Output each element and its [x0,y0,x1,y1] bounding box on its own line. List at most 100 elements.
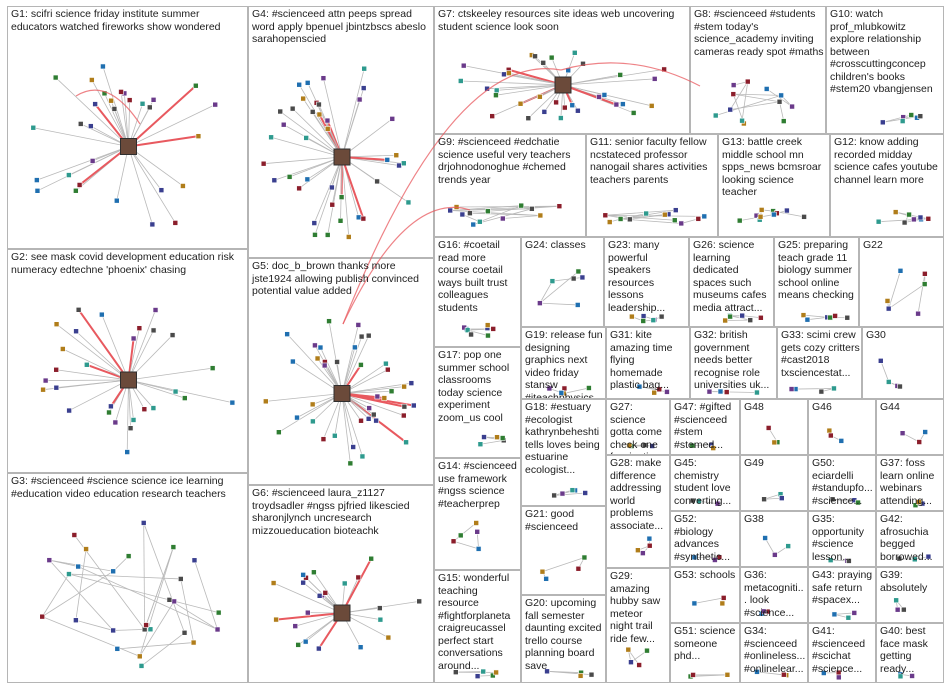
node[interactable] [910,673,915,678]
node[interactable] [620,102,625,107]
node[interactable] [692,601,697,606]
node[interactable] [386,635,391,640]
node[interactable] [367,406,372,411]
node[interactable] [310,109,315,114]
node[interactable] [827,428,832,433]
node[interactable] [721,595,726,600]
node[interactable] [758,315,763,320]
node[interactable] [725,672,730,677]
node[interactable] [348,461,353,466]
node[interactable] [916,500,921,505]
node[interactable] [876,219,881,224]
node[interactable] [131,336,136,341]
node[interactable] [707,389,712,394]
node[interactable] [151,328,156,333]
node[interactable] [325,118,330,123]
node[interactable] [702,214,707,219]
node[interactable] [356,322,361,327]
node[interactable] [366,416,371,421]
node[interactable] [740,313,745,318]
node[interactable] [210,366,215,371]
node[interactable] [500,436,505,441]
node[interactable] [916,311,921,316]
node[interactable] [640,551,645,556]
node[interactable] [317,112,322,117]
node[interactable] [274,617,279,622]
node[interactable] [54,322,59,327]
node[interactable] [377,606,382,611]
node[interactable] [153,308,158,313]
node[interactable] [762,497,767,502]
node[interactable] [351,444,356,449]
node[interactable] [856,500,861,505]
node[interactable] [537,94,542,99]
node[interactable] [679,221,684,226]
node[interactable] [519,203,524,208]
node[interactable] [73,618,78,623]
node[interactable] [886,306,891,311]
node[interactable] [635,548,640,553]
node[interactable] [485,323,490,328]
node[interactable] [41,387,46,392]
node[interactable] [144,623,149,628]
node[interactable] [469,332,474,337]
node[interactable] [839,438,844,443]
node[interactable] [836,670,841,675]
node[interactable] [570,488,575,493]
node[interactable] [907,212,912,217]
node[interactable] [295,415,300,420]
node[interactable] [647,536,652,541]
node[interactable] [278,109,283,114]
node[interactable] [375,394,380,399]
node[interactable] [170,333,175,338]
node[interactable] [111,569,116,574]
node[interactable] [167,597,172,602]
node[interactable] [315,356,320,361]
node[interactable] [471,222,476,227]
node[interactable] [852,610,857,615]
node[interactable] [602,92,607,97]
node[interactable] [583,490,588,495]
node[interactable] [31,125,36,130]
node[interactable] [673,208,678,213]
node[interactable] [305,177,310,182]
node[interactable] [763,535,768,540]
node[interactable] [500,216,505,221]
node[interactable] [711,446,716,451]
node[interactable] [894,598,899,603]
node[interactable] [321,76,326,81]
node[interactable] [918,215,923,220]
node[interactable] [230,400,235,405]
node[interactable] [819,389,824,394]
node[interactable] [506,71,511,76]
node[interactable] [301,96,306,101]
node[interactable] [290,106,295,111]
node[interactable] [917,440,922,445]
node[interactable] [76,564,81,569]
node[interactable] [72,533,77,538]
node[interactable] [66,173,71,178]
node[interactable] [828,315,833,320]
node[interactable] [77,182,82,187]
node[interactable] [550,279,555,284]
node[interactable] [417,599,422,604]
node[interactable] [401,161,406,166]
node[interactable] [310,419,315,424]
node[interactable] [40,614,45,619]
node[interactable] [285,332,290,337]
node[interactable] [578,673,583,678]
node[interactable] [771,212,776,217]
node[interactable] [321,437,326,442]
node[interactable] [651,318,656,323]
node[interactable] [652,76,657,81]
node[interactable] [305,610,310,615]
node[interactable] [342,581,347,586]
node[interactable] [828,558,833,563]
node[interactable] [618,72,623,77]
node[interactable] [766,425,771,430]
node[interactable] [151,97,156,102]
node[interactable] [131,417,136,422]
node[interactable] [566,68,571,73]
node[interactable] [357,97,362,102]
node[interactable] [557,204,562,209]
